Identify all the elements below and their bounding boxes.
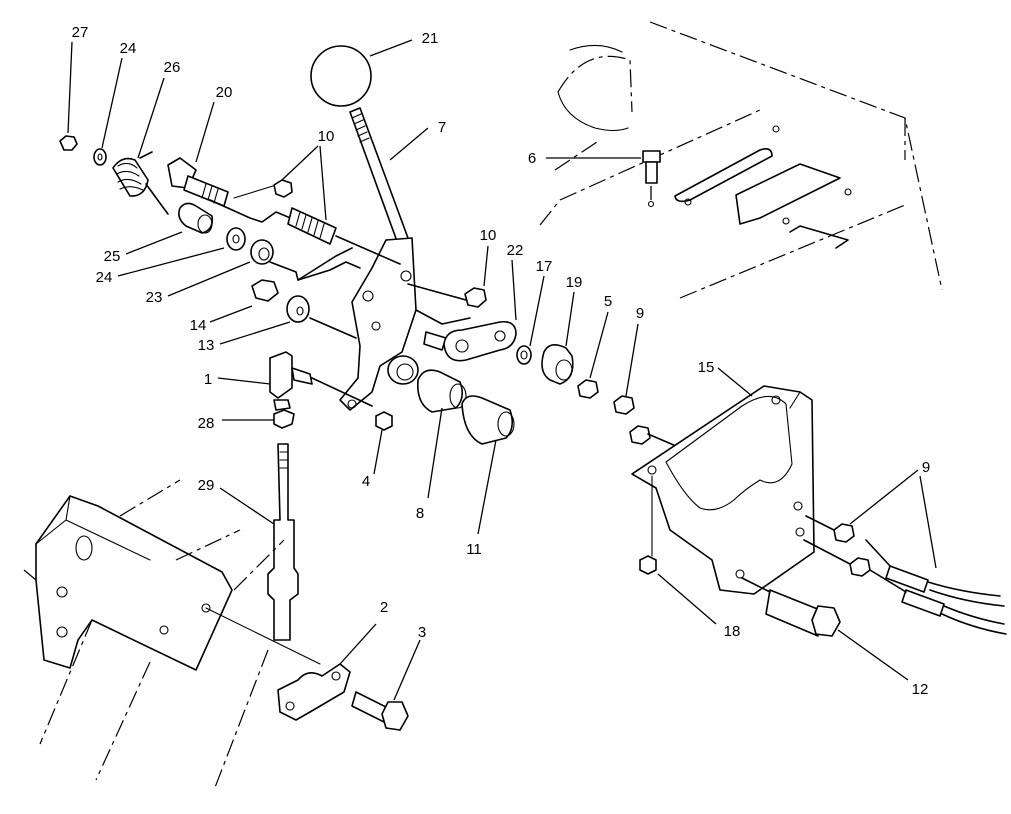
- callout-25: 25: [104, 248, 121, 265]
- callout-12: 12: [912, 681, 929, 698]
- bracket-15: [631, 385, 815, 595]
- callout-28: 28: [198, 415, 215, 432]
- callout-22: 22: [507, 242, 524, 259]
- callout-6: 6: [528, 150, 536, 167]
- callout-4: 4: [362, 473, 370, 490]
- callout-27: 27: [72, 24, 89, 41]
- callout-18: 18: [724, 623, 741, 640]
- callout-24b: 24: [96, 269, 113, 286]
- callout-labels: 27 24 26 20 10 21 7 6 10 22 17 19 5 9 15…: [72, 24, 931, 698]
- callout-10b: 10: [480, 227, 497, 244]
- callout-24a: 24: [120, 40, 137, 57]
- leader-lines: [67, 39, 937, 701]
- callout-1: 1: [204, 371, 212, 388]
- lower-bracket: [23, 479, 321, 791]
- bolt-6: [642, 150, 661, 208]
- callout-2: 2: [380, 599, 388, 616]
- spacer-stack: [516, 344, 677, 447]
- shift-lever-7: [339, 107, 419, 411]
- pivot-assembly: [59, 135, 361, 281]
- callout-26: 26: [164, 59, 181, 76]
- knob-21: [310, 45, 372, 107]
- chassis-frame: [539, 21, 943, 299]
- clamp-2-bolt-3: [277, 663, 409, 731]
- cable-assembly: [267, 351, 393, 641]
- callout-21: 21: [422, 30, 439, 47]
- callout-10a: 10: [318, 128, 335, 145]
- callout-19: 19: [566, 274, 583, 291]
- bushings-8-11: [416, 369, 515, 445]
- bolt-12: [741, 577, 841, 637]
- callout-20: 20: [216, 84, 233, 101]
- callout-9b: 9: [922, 459, 930, 476]
- callout-15: 15: [698, 359, 715, 376]
- callout-17: 17: [536, 258, 553, 275]
- cable-ends-9: [803, 515, 1007, 635]
- callout-23: 23: [146, 289, 163, 306]
- callout-13: 13: [198, 337, 215, 354]
- callout-5: 5: [604, 293, 612, 310]
- callout-7: 7: [438, 119, 446, 136]
- callout-3: 3: [418, 624, 426, 641]
- callout-14: 14: [190, 317, 207, 334]
- link-22: [415, 309, 517, 362]
- callout-11: 11: [466, 541, 482, 558]
- callout-29: 29: [198, 477, 215, 494]
- callout-9a: 9: [636, 305, 644, 322]
- nut-14-washer-13: [251, 279, 357, 339]
- nut-10-right: [407, 283, 487, 308]
- callout-8: 8: [416, 505, 424, 522]
